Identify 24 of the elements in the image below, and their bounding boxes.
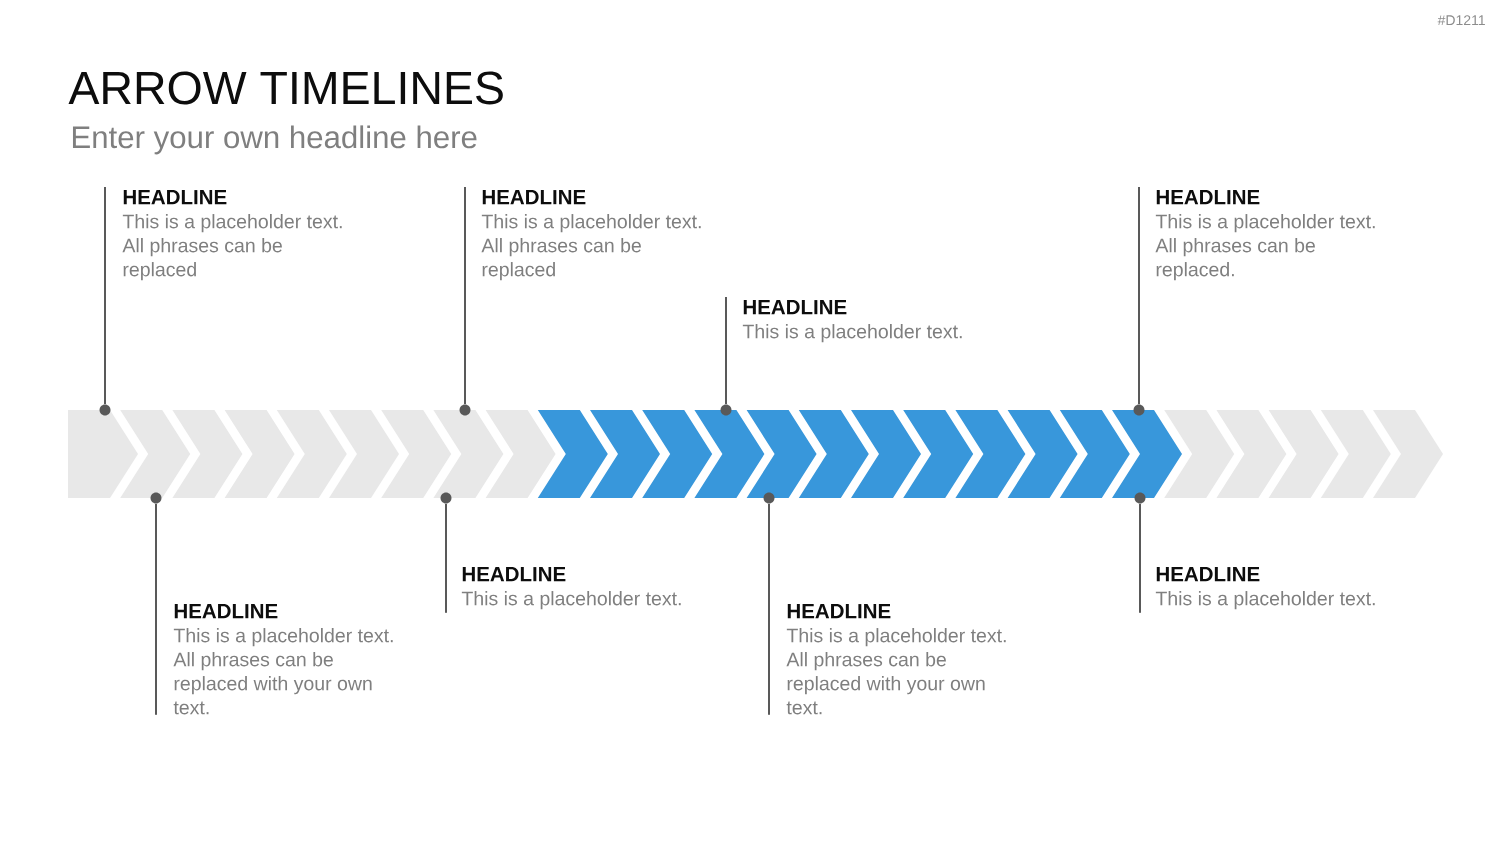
headline: HEADLINE [462, 567, 566, 582]
body-text: This is a placeholder text. All phrases can be replaced with your own text. [173, 628, 393, 715]
headline: HEADLINE [174, 604, 278, 619]
body-text: This is a placeholder text. [1155, 591, 1375, 610]
body-text: This is a placeholder text. All phrases can be replaced. [1155, 214, 1375, 281]
body-text: This is a placeholder text. All phrases can be replaced [481, 214, 701, 281]
leader-line [464, 186, 466, 406]
headline: HEADLINE [787, 604, 891, 619]
headline: HEADLINE [482, 190, 586, 205]
title: ARROW TIMELINES [68, 71, 503, 105]
leader-line [445, 502, 447, 614]
document-code: #D1211 [1437, 15, 1485, 25]
body-text: This is a placeholder text. All phrases can be replaced [122, 214, 342, 281]
headline: HEADLINE [1156, 190, 1260, 205]
headline: HEADLINE [1156, 567, 1260, 582]
leader-line [155, 502, 157, 716]
chevron-band-drawing [68, 410, 1443, 498]
body-text: This is a placeholder text. All phrases can be replaced with your own text. [786, 628, 1006, 715]
headline: HEADLINE [123, 190, 227, 205]
headline: HEADLINE [743, 300, 847, 315]
body-text: This is a placeholder text. [742, 324, 962, 343]
body-text: This is a placeholder text. [461, 591, 681, 610]
leader-line [104, 186, 106, 406]
subtitle: Enter your own headline here [73, 125, 477, 155]
